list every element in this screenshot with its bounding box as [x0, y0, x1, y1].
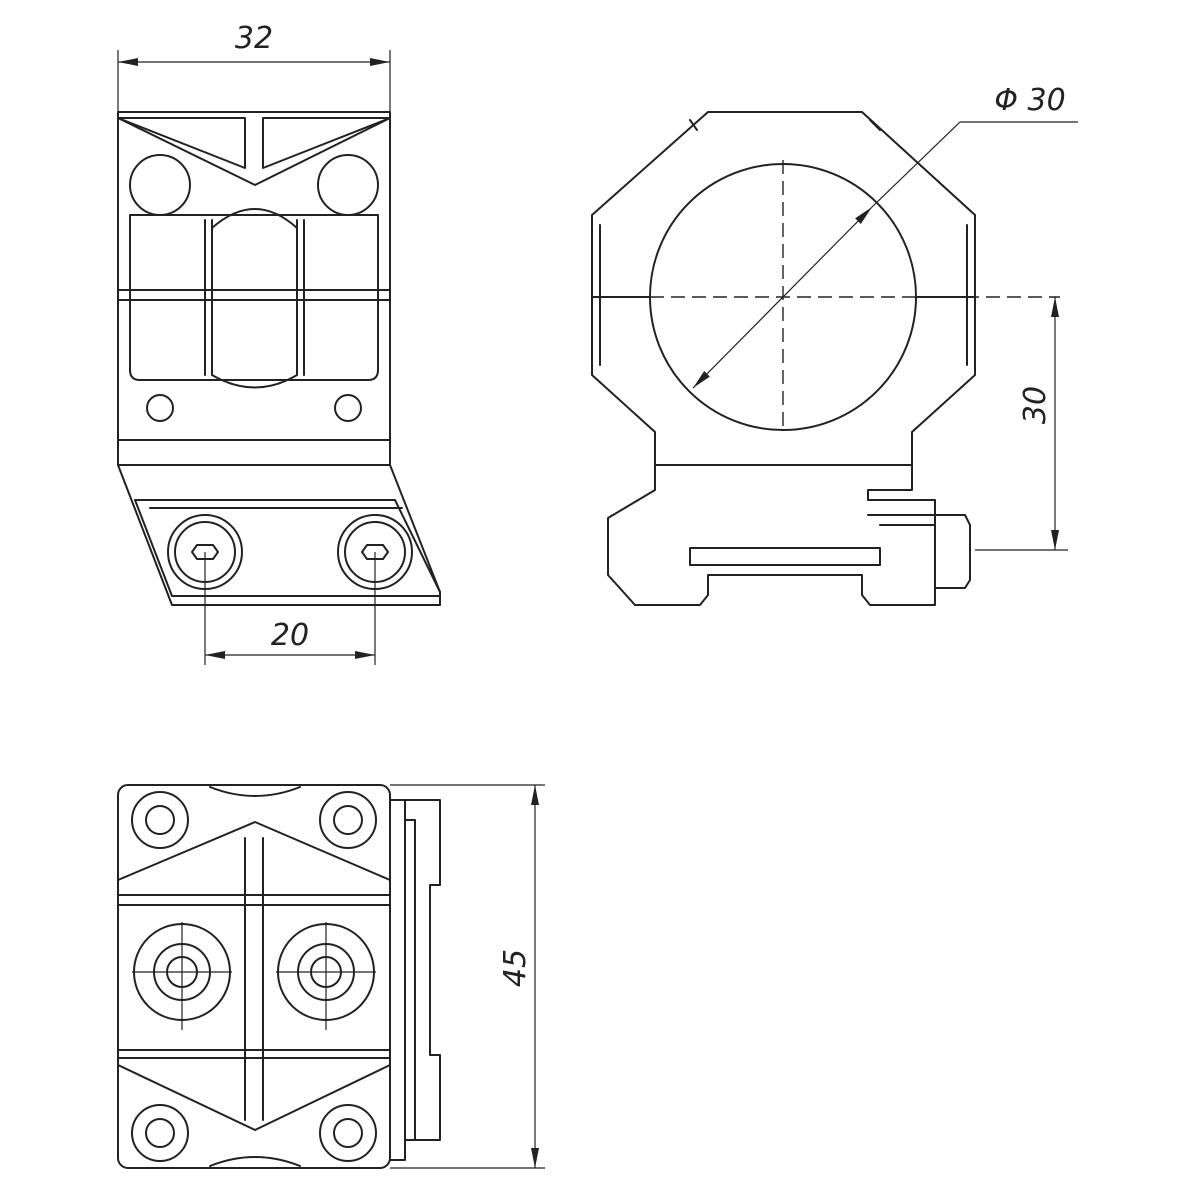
dimension-length: 45 [498, 949, 533, 987]
top-view: 45 [117, 784, 545, 1169]
dimension-width: 32 [235, 21, 273, 56]
hole-icon [129, 154, 191, 216]
dimension-tube-diameter: Φ 30 [994, 83, 1065, 118]
hole-icon [317, 154, 379, 216]
side-view: Φ 30 30 [591, 83, 1078, 606]
front-view: 32 20 [117, 21, 441, 665]
dimension-center-height: 30 [1018, 386, 1053, 424]
dimension-bolt-spacing: 20 [271, 618, 309, 653]
